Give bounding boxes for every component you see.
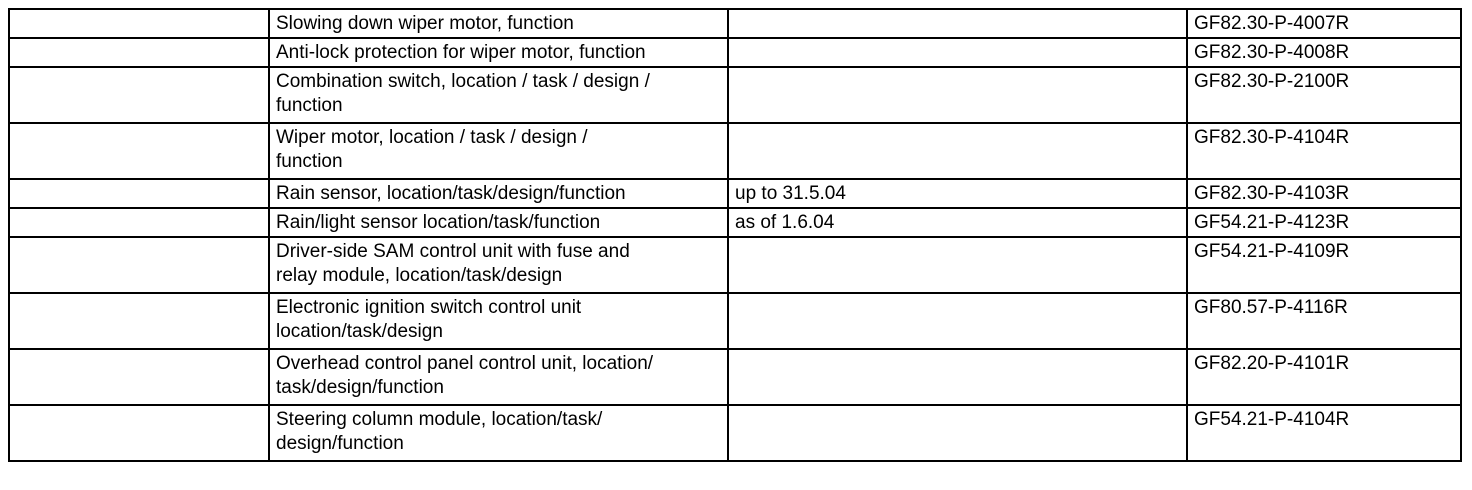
description-cell: Steering column module, location/task/ d… — [268, 404, 729, 462]
table-row: Rain/light sensor location/task/function… — [8, 207, 1462, 238]
blank-cell — [8, 207, 270, 238]
description-cell: Electronic ignition switch control unit … — [268, 292, 729, 350]
reference-table: Slowing down wiper motor, function GF82.… — [8, 8, 1462, 462]
table-row: Driver-side SAM control unit with fuse a… — [8, 236, 1462, 294]
blank-cell — [8, 66, 270, 124]
validity-cell — [727, 292, 1188, 350]
blank-cell — [8, 37, 270, 68]
table-row: Wiper motor, location / task / design / … — [8, 122, 1462, 180]
table-row: Rain sensor, location/task/design/functi… — [8, 178, 1462, 209]
document-number-cell: GF82.30-P-4008R — [1186, 37, 1462, 68]
table-row: Anti-lock protection for wiper motor, fu… — [8, 37, 1462, 68]
validity-cell — [727, 404, 1188, 462]
blank-cell — [8, 292, 270, 350]
document-number-cell: GF80.57-P-4116R — [1186, 292, 1462, 350]
document-number-cell: GF82.30-P-4104R — [1186, 122, 1462, 180]
document-number-cell: GF54.21-P-4104R — [1186, 404, 1462, 462]
table-row: Overhead control panel control unit, loc… — [8, 348, 1462, 406]
blank-cell — [8, 8, 270, 39]
table-row: Electronic ignition switch control unit … — [8, 292, 1462, 350]
validity-cell — [727, 236, 1188, 294]
blank-cell — [8, 178, 270, 209]
document-number-cell: GF82.30-P-2100R — [1186, 66, 1462, 124]
validity-cell: up to 31.5.04 — [727, 178, 1188, 209]
description-cell: Rain/light sensor location/task/function — [268, 207, 729, 238]
description-cell: Overhead control panel control unit, loc… — [268, 348, 729, 406]
description-cell: Combination switch, location / task / de… — [268, 66, 729, 124]
blank-cell — [8, 122, 270, 180]
validity-cell — [727, 348, 1188, 406]
table-row: Steering column module, location/task/ d… — [8, 404, 1462, 462]
blank-cell — [8, 236, 270, 294]
blank-cell — [8, 348, 270, 406]
document-number-cell: GF82.20-P-4101R — [1186, 348, 1462, 406]
document-number-cell: GF82.30-P-4103R — [1186, 178, 1462, 209]
validity-cell — [727, 8, 1188, 39]
description-cell: Rain sensor, location/task/design/functi… — [268, 178, 729, 209]
validity-cell — [727, 37, 1188, 68]
table-row: Slowing down wiper motor, function GF82.… — [8, 8, 1462, 39]
validity-cell: as of 1.6.04 — [727, 207, 1188, 238]
blank-cell — [8, 404, 270, 462]
validity-cell — [727, 122, 1188, 180]
description-cell: Driver-side SAM control unit with fuse a… — [268, 236, 729, 294]
validity-cell — [727, 66, 1188, 124]
description-cell: Slowing down wiper motor, function — [268, 8, 729, 39]
table-row: Combination switch, location / task / de… — [8, 66, 1462, 124]
document-number-cell: GF54.21-P-4109R — [1186, 236, 1462, 294]
description-cell: Anti-lock protection for wiper motor, fu… — [268, 37, 729, 68]
document-number-cell: GF54.21-P-4123R — [1186, 207, 1462, 238]
document-number-cell: GF82.30-P-4007R — [1186, 8, 1462, 39]
description-cell: Wiper motor, location / task / design / … — [268, 122, 729, 180]
